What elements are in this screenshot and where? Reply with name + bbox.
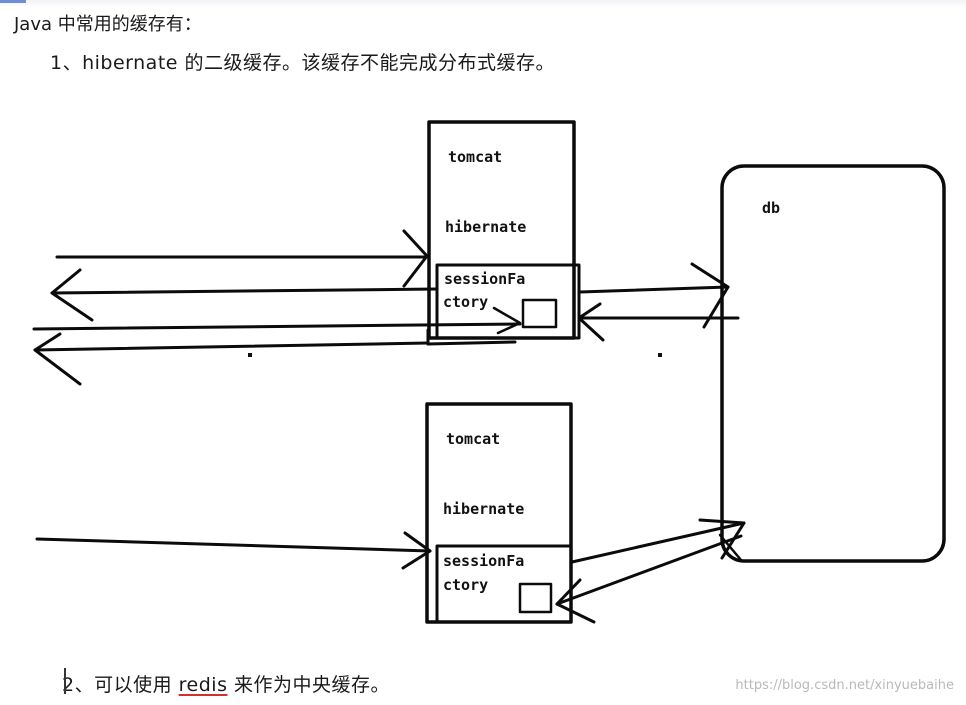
server-2-session-line1: sessionFa xyxy=(443,552,524,570)
server-1-session-line1: sessionFa xyxy=(444,270,525,288)
server-1-hibernate-label: hibernate xyxy=(445,218,526,236)
server-1-cache-box xyxy=(521,298,558,329)
server-2-session-line2: ctory xyxy=(443,576,488,594)
response-arrow-1 xyxy=(50,287,439,295)
server-1-session-line2: ctory xyxy=(443,293,488,311)
list-item-2: 2、可以使用 redis 来作为中央缓存。 xyxy=(62,670,390,697)
db-arrows-server-1 xyxy=(577,262,740,342)
server-2-cache-box xyxy=(518,582,553,614)
stray-mark xyxy=(658,353,662,357)
request-arrow-3 xyxy=(35,537,432,553)
client-arrows-server-1 xyxy=(32,229,522,386)
client-arrows-server-2 xyxy=(35,531,432,570)
request-arrow-1-head xyxy=(402,229,429,288)
server-2-sessionfactory-box xyxy=(435,544,573,624)
server-1-to-db-arrow-head xyxy=(690,262,730,329)
stray-mark xyxy=(248,353,252,357)
request-arrow-2-head xyxy=(492,306,522,335)
list-item-2-suffix: 来作为中央缓存。 xyxy=(227,674,391,696)
response-arrow-2-head xyxy=(33,332,82,386)
server-2-tomcat-label: tomcat xyxy=(446,430,500,448)
db-to-server-2-arrow-head xyxy=(555,578,596,624)
database-box xyxy=(720,164,946,563)
database: db xyxy=(720,164,946,563)
top-bar-accent xyxy=(0,0,26,3)
db-arrows-server-2 xyxy=(555,518,746,624)
request-arrow-3-head xyxy=(401,531,432,570)
heading: Java 中常用的缓存有： xyxy=(14,14,202,35)
server-1-sessionfactory-box xyxy=(435,263,581,340)
db-to-server-2-arrow xyxy=(555,534,743,606)
request-arrow-2 xyxy=(32,322,522,331)
database-label: db xyxy=(762,199,780,217)
response-arrow-1-head xyxy=(50,268,94,322)
server-1-to-db-arrow xyxy=(578,285,730,294)
server-1: tomcat hibernate sessionFa ctory xyxy=(426,120,581,346)
server-2: tomcat hibernate sessionFa ctory xyxy=(425,402,573,624)
list-item-2-prefix: 2、可以使用 xyxy=(62,674,179,696)
db-to-server-1-arrow-head xyxy=(577,302,605,342)
watermark: https://blog.csdn.net/xinyuebaihe xyxy=(735,678,954,693)
window-top-bar xyxy=(0,0,966,8)
server-2-to-db-arrow xyxy=(570,521,746,564)
server-1-tomcat-label: tomcat xyxy=(448,148,502,166)
response-arrow-2 xyxy=(33,341,430,352)
redis-term: redis xyxy=(178,674,228,696)
server-2-hibernate-label: hibernate xyxy=(443,500,524,518)
list-item-1: 1、hibernate 的二级缓存。该缓存不能完成分布式缓存。 xyxy=(50,52,556,74)
